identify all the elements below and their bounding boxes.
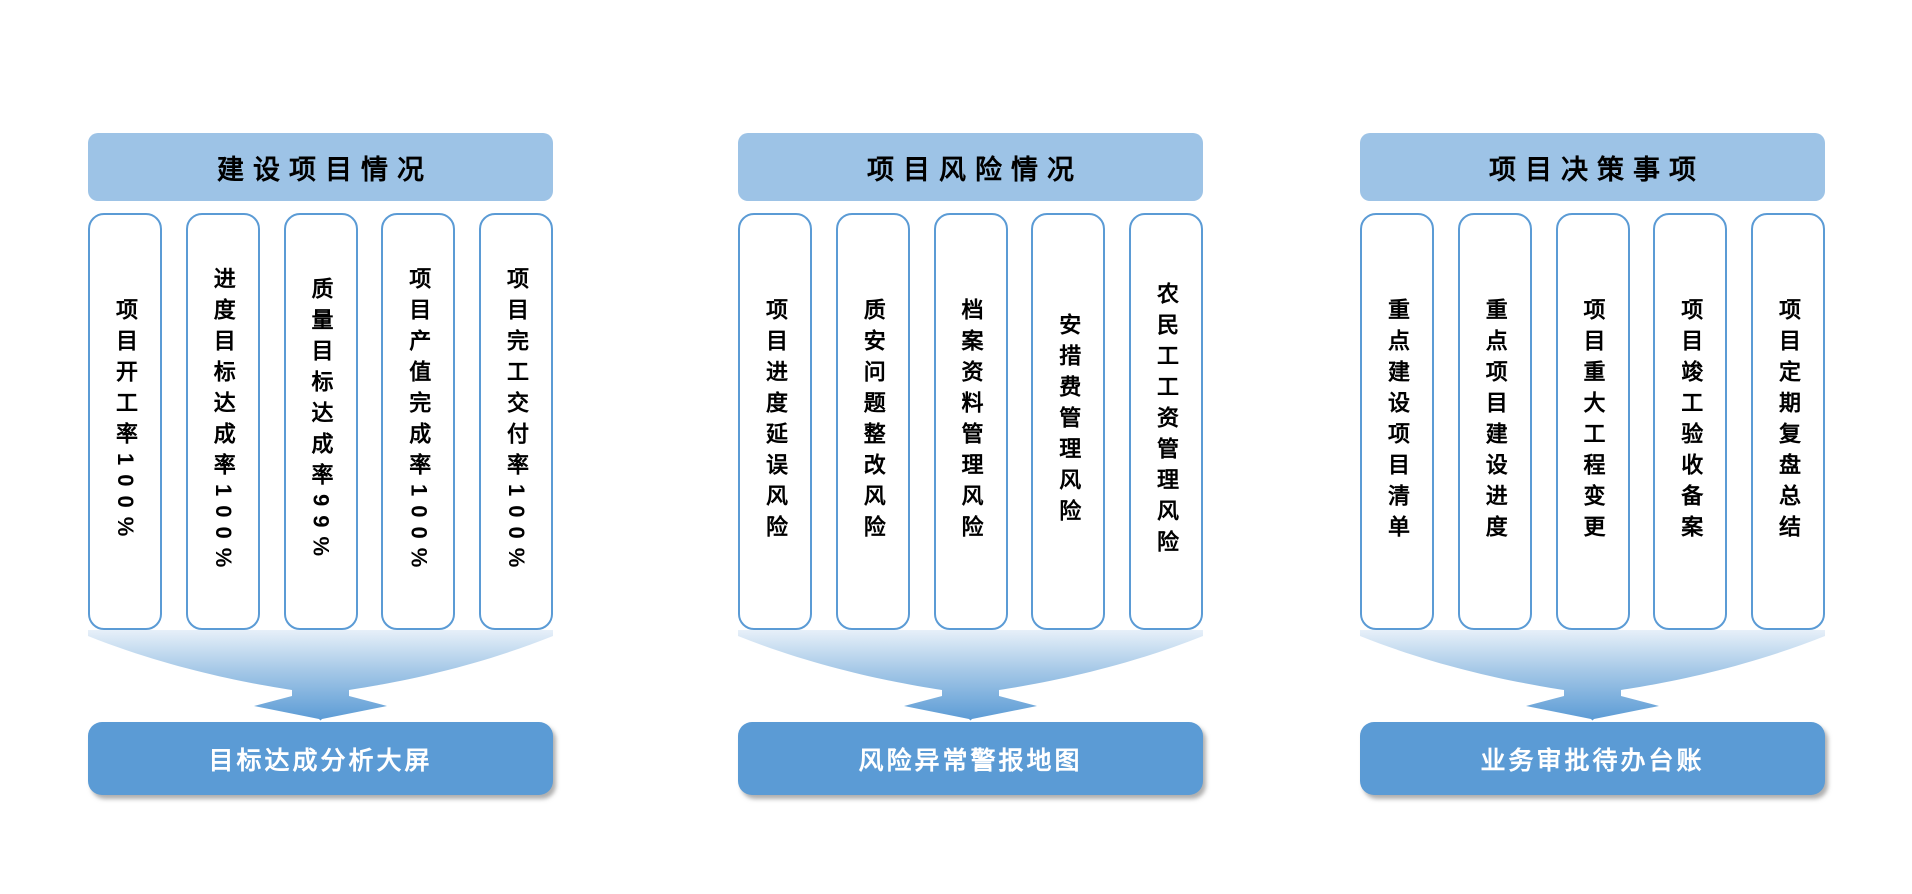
card-label: 重点项目建设进度 [1482, 297, 1508, 546]
source-card: 档案资料管理风险 [933, 213, 1008, 630]
source-card: 重点建设项目清单 [1360, 213, 1434, 630]
card-label: 项目重大工程变更 [1580, 297, 1606, 546]
footer-bar: 业务审批待办台账 [1360, 722, 1825, 795]
source-card: 项目完工交付率100% [479, 213, 553, 630]
source-card: 重点项目建设进度 [1457, 213, 1532, 630]
source-card: 项目进度延误风险 [738, 213, 812, 630]
source-card: 项目产值完成率100% [381, 213, 456, 630]
footer-bar: 目标达成分析大屏 [88, 722, 553, 795]
source-card: 项目重大工程变更 [1555, 213, 1630, 630]
footer-bar: 风险异常警报地图 [738, 722, 1203, 795]
source-card-row: 重点建设项目清单 重点项目建设进度 项目重大工程变更 项目竣工验收备案 项目定期… [1360, 213, 1825, 630]
column-header: 项目决策事项 [1360, 133, 1825, 201]
source-card: 进度目标达成率100% [185, 213, 260, 630]
pipeline-column-decision: 项目决策事项 重点建设项目清单 重点项目建设进度 项目重大工程变更 项目竣工验收… [1360, 133, 1825, 795]
card-label: 项目进度延误风险 [763, 297, 788, 546]
card-label: 项目完工交付率100% [504, 266, 529, 577]
column-header: 建设项目情况 [88, 133, 553, 201]
card-label: 项目竣工验收备案 [1678, 297, 1704, 546]
card-label: 质安问题整改风险 [860, 297, 886, 546]
card-label: 重点建设项目清单 [1385, 297, 1410, 546]
card-label: 档案资料管理风险 [958, 297, 984, 546]
card-label: 项目定期复盘总结 [1776, 297, 1801, 546]
footer-bar-label: 风险异常警报地图 [858, 746, 1083, 775]
card-label: 农民工工资管理风险 [1154, 282, 1179, 561]
source-card: 质安问题整改风险 [835, 213, 910, 630]
card-label: 项目开工率100% [113, 297, 138, 546]
card-label: 进度目标达成率100% [210, 266, 236, 577]
column-header-label: 建设项目情况 [217, 154, 433, 185]
pipeline-column-construction: 建设项目情况 项目开工率100% 进度目标达成率100% 质量目标达成率99% … [88, 133, 553, 795]
card-label: 项目产值完成率100% [406, 266, 432, 577]
source-card: 安措费管理风险 [1031, 213, 1106, 630]
source-card: 项目竣工验收备案 [1653, 213, 1728, 630]
funnel-arrow-icon [738, 630, 1203, 721]
source-card: 质量目标达成率99% [283, 213, 358, 630]
footer-bar-label: 目标达成分析大屏 [208, 746, 433, 775]
card-label: 安措费管理风险 [1056, 313, 1082, 530]
source-card: 项目定期复盘总结 [1751, 213, 1825, 630]
card-label: 质量目标达成率99% [308, 277, 334, 566]
source-card-row: 项目开工率100% 进度目标达成率100% 质量目标达成率99% 项目产值完成率… [88, 213, 553, 630]
column-header: 项目风险情况 [738, 133, 1203, 201]
footer-bar-label: 业务审批待办台账 [1480, 746, 1705, 775]
column-header-label: 项目风险情况 [867, 154, 1083, 185]
source-card: 项目开工率100% [88, 213, 162, 630]
source-card: 农民工工资管理风险 [1129, 213, 1203, 630]
pipeline-column-risk: 项目风险情况 项目进度延误风险 质安问题整改风险 档案资料管理风险 安措费管理风… [738, 133, 1203, 795]
funnel-arrow-icon [88, 630, 553, 721]
funnel-arrow-icon [1360, 630, 1825, 721]
column-header-label: 项目决策事项 [1489, 154, 1705, 185]
source-card-row: 项目进度延误风险 质安问题整改风险 档案资料管理风险 安措费管理风险 农民工工资… [738, 213, 1203, 630]
